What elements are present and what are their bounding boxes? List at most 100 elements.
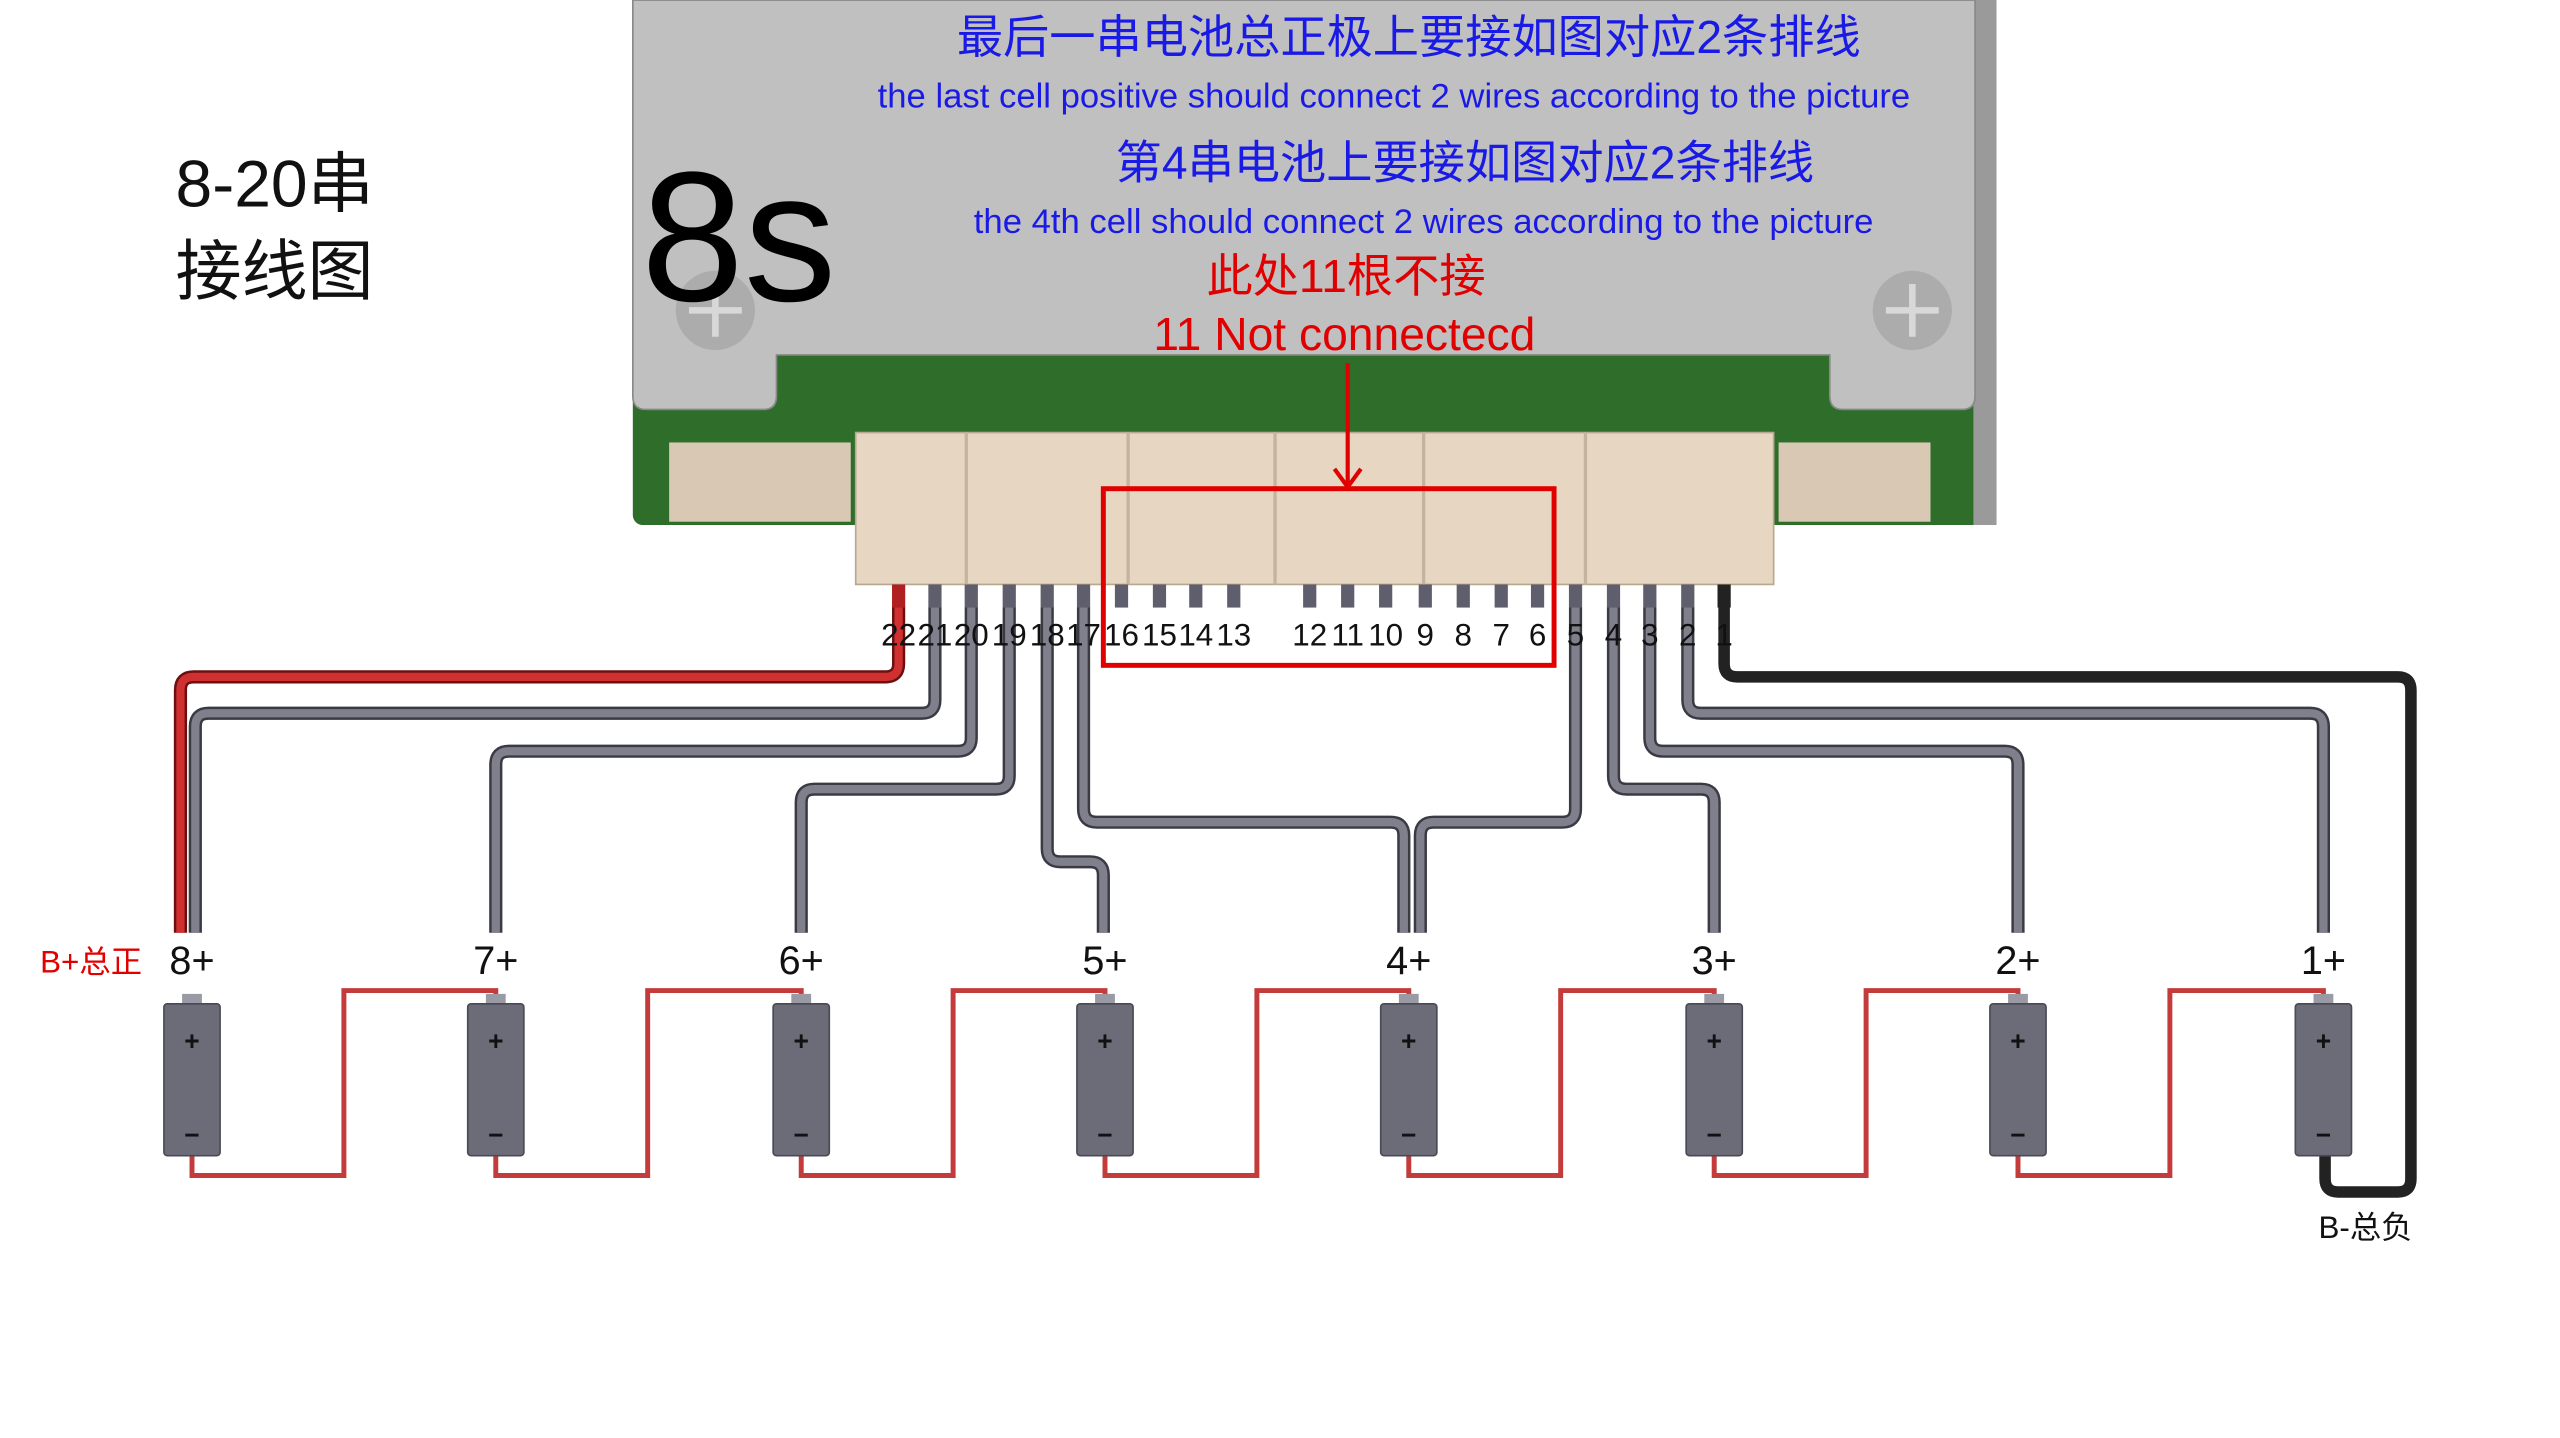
battery-label: 5+	[1082, 939, 1127, 983]
plus-icon: +	[2316, 1026, 2331, 1056]
series-wire	[493, 988, 804, 1178]
pin-2	[1681, 584, 1695, 608]
pin-label: 22	[881, 618, 916, 653]
pin-label: 9	[1417, 618, 1434, 653]
note-en-1: the last cell positive should connect 2 …	[878, 77, 1911, 115]
not-connected-highlight-box	[1100, 486, 1557, 668]
battery-terminal	[2313, 993, 2334, 1006]
warn-cn: 此处11根不接	[1207, 250, 1486, 302]
pin-11	[1341, 584, 1355, 608]
balance-wires	[173, 607, 2417, 1198]
balance-wire	[1606, 607, 1721, 933]
plus-icon: +	[184, 1026, 199, 1056]
balance-wire	[1040, 607, 1110, 933]
battery-label: 6+	[779, 939, 824, 983]
pin-14	[1189, 584, 1203, 608]
pin-label: 16	[1104, 618, 1139, 653]
pin-label: 6	[1529, 618, 1546, 653]
pin-label: 11	[1331, 618, 1364, 653]
pin-5	[1568, 584, 1583, 608]
battery-terminal	[485, 993, 506, 1006]
minus-icon: −	[2010, 1120, 2025, 1150]
pin-label: 5	[1567, 618, 1584, 653]
pin-label: 19	[992, 618, 1027, 653]
series-wire	[1711, 988, 2021, 1178]
battery-body	[1379, 1002, 1438, 1157]
battery-terminal	[1704, 993, 1725, 1006]
board-cover	[631, 0, 1976, 411]
battery-label: 1+	[2301, 939, 2346, 983]
pin-label: 12	[1292, 618, 1327, 653]
minus-icon: −	[1401, 1120, 1416, 1150]
pin-21	[928, 584, 942, 608]
series-wire	[1102, 988, 1412, 1178]
note-cn-1: 最后一串电池总正极上要接如图对应2条排线	[957, 11, 1861, 63]
series-wire	[798, 988, 1108, 1178]
diagram-title-line2: 接线图	[175, 234, 373, 308]
pin-label: 17	[1066, 618, 1101, 653]
series-wire	[2015, 988, 2326, 1178]
series-wire	[189, 988, 499, 1178]
pin-label: 3	[1641, 618, 1658, 653]
pin-label: 13	[1216, 618, 1251, 653]
pin-label: 1	[1715, 618, 1732, 653]
plus-icon: +	[1097, 1026, 1112, 1056]
battery-body	[1076, 1002, 1134, 1157]
battery-label: 7+	[473, 939, 518, 983]
pin-label: 21	[918, 618, 953, 653]
pin-label: 10	[1368, 618, 1403, 653]
battery-terminal	[1095, 993, 1115, 1006]
battery-body	[2294, 1002, 2353, 1157]
pin-label: 15	[1142, 618, 1177, 653]
battery-cell: +−1+	[2294, 939, 2353, 1157]
plus-icon: +	[488, 1026, 503, 1056]
pin-7	[1494, 584, 1508, 608]
balance-wire	[1681, 607, 2331, 933]
pin-18	[1040, 584, 1054, 608]
battery-body	[772, 1002, 831, 1157]
b-plus-label: B+总正	[40, 944, 142, 979]
diagram-title-line1: 8-20串	[175, 146, 373, 220]
note-en-2: the 4th cell should connect 2 wires acco…	[974, 203, 1874, 241]
plus-icon: +	[2010, 1026, 2025, 1056]
battery-label: 4+	[1386, 939, 1431, 983]
pin-label: 14	[1178, 618, 1213, 653]
pin-label: 8	[1455, 618, 1472, 653]
minus-icon: −	[184, 1120, 199, 1150]
battery-body	[1685, 1002, 1744, 1157]
balance-wire	[188, 607, 942, 933]
battery-label: 3+	[1692, 939, 1737, 983]
pin-3	[1643, 584, 1657, 608]
pin-6	[1530, 584, 1545, 608]
note-cn-2: 第4串电池上要接如图对应2条排线	[1116, 136, 1814, 188]
battery-body	[466, 1002, 525, 1157]
pin-13	[1227, 584, 1241, 608]
arrow-icon	[1332, 363, 1363, 491]
minus-icon: −	[1097, 1120, 1112, 1150]
pin-label: 7	[1493, 618, 1510, 653]
pin-17	[1076, 584, 1091, 608]
pin-19	[1002, 584, 1016, 608]
plus-icon: +	[1401, 1026, 1416, 1056]
plus-icon: +	[794, 1026, 809, 1056]
battery-cells: +−8++−7++−6++−5++−4++−3++−2++−1+	[163, 939, 2353, 1157]
board-model: 8s	[641, 134, 836, 340]
pin-15	[1152, 584, 1167, 608]
pin-10	[1379, 584, 1393, 608]
pin-4	[1606, 584, 1621, 608]
battery-terminal	[182, 993, 202, 1006]
battery-cell: +−7+	[466, 939, 525, 1157]
minus-icon: −	[794, 1120, 809, 1150]
series-connections	[189, 988, 2326, 1178]
series-wire	[1406, 988, 1717, 1178]
small-connector-left	[669, 442, 851, 522]
battery-body	[163, 1002, 221, 1157]
battery-cell: +−2+	[1989, 939, 2047, 1157]
battery-terminal	[791, 993, 812, 1006]
warn-en: 11 Not connectecd	[1153, 308, 1535, 360]
balance-wire	[1643, 607, 2025, 933]
bms-board: 8s 最后一串电池总正极上要接如图对应2条排线 the last cell po…	[631, 0, 1997, 586]
pin-label: 2	[1679, 618, 1696, 653]
